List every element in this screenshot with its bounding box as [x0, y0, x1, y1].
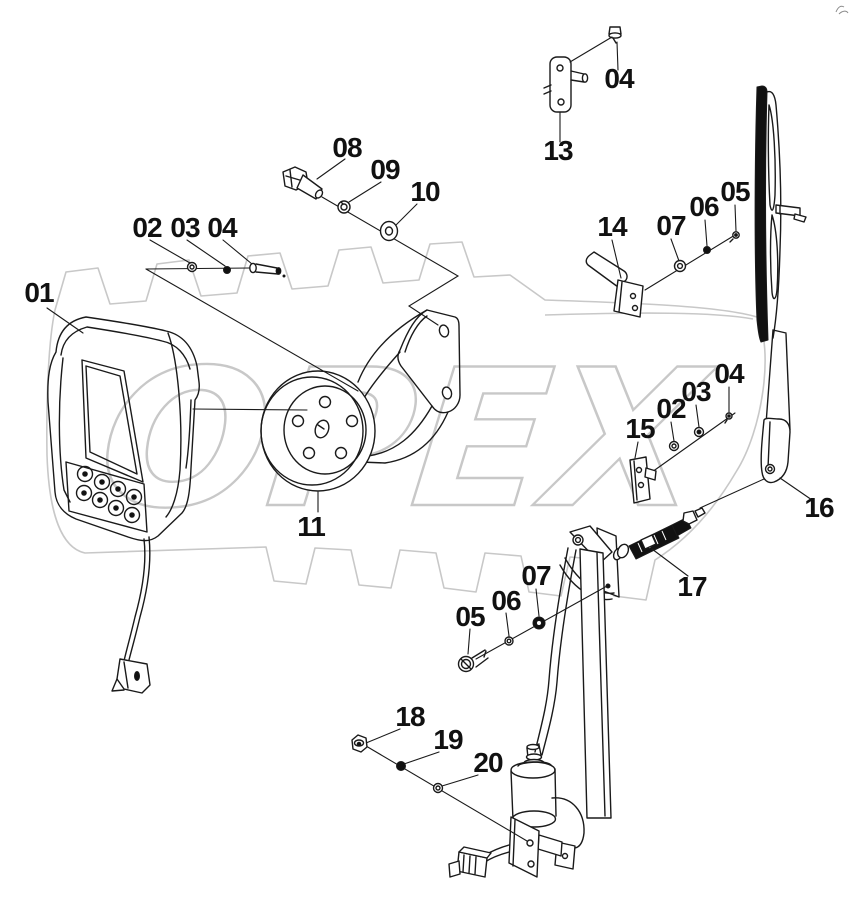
install-axis-line — [651, 412, 736, 473]
side-bracket — [629, 456, 651, 504]
callout-washer-left-02: 02 — [132, 212, 162, 243]
bolt-part — [729, 231, 740, 243]
callout-top-bolt-04: 04 — [604, 63, 635, 94]
hex-bolt-part — [282, 166, 324, 200]
washer-part — [186, 261, 198, 273]
callout-spring-washer-09: 09 — [370, 154, 400, 185]
corner-scribble-mark — [835, 5, 849, 15]
lower-fastener-set — [457, 585, 608, 673]
monitor-screen — [81, 359, 144, 483]
callout-bolt-05: 05 — [720, 176, 750, 207]
install-axis-line — [321, 196, 460, 326]
motor-connector — [448, 846, 492, 878]
nut-part — [703, 246, 711, 254]
top-bolt — [608, 26, 622, 44]
bolt-part — [724, 412, 733, 424]
callout-pivot-shaft-17: 17 — [677, 571, 707, 602]
callout-monitor-01: 01 — [24, 277, 54, 308]
spring-washer-part — [337, 200, 351, 214]
callout-bolt-left-04: 04 — [207, 212, 238, 243]
leader-line — [651, 548, 689, 577]
callout-flat-washer-10: 10 — [410, 176, 440, 207]
install-axis-line — [145, 268, 359, 392]
mount-bracket — [351, 309, 461, 464]
callout-washer-20: 20 — [473, 747, 503, 778]
gear-rim-watermark — [544, 312, 754, 320]
washer-part — [673, 259, 687, 273]
linkage-assembly — [448, 507, 706, 878]
callout-hex-nut-18: 18 — [395, 701, 425, 732]
bolt-part — [249, 262, 286, 278]
hex-bolt-set — [282, 158, 460, 326]
side-bracket-set — [629, 386, 736, 504]
bottom-fastener-set — [351, 728, 528, 842]
callout-nut-19: 19 — [433, 724, 463, 755]
callout-nut-left-03: 03 — [170, 212, 200, 243]
left-fastener-set — [145, 239, 359, 411]
callout-washer-07: 07 — [656, 210, 686, 241]
wiper-blade — [754, 85, 807, 343]
callouts: 01 02 03 04 08 09 10 13 04 14 07 06 05 1… — [24, 63, 835, 778]
gear-outline-watermark — [46, 241, 766, 601]
monitor-button-panel — [65, 461, 148, 533]
install-axis-line — [644, 234, 736, 291]
blade-plate — [585, 251, 644, 318]
cable-connector — [116, 658, 151, 694]
callout-side-bracket-15: 15 — [625, 413, 655, 444]
callout-washer-right-02: 02 — [656, 393, 686, 424]
leader-line — [616, 41, 619, 71]
monitor-buttons — [75, 465, 143, 524]
callout-washer-lower-06: 06 — [491, 585, 521, 616]
wiper-motor — [448, 743, 585, 878]
top-bracket — [543, 56, 589, 113]
wiper-arm — [760, 329, 791, 484]
pivot-shaft — [612, 507, 706, 561]
monitor — [47, 316, 200, 694]
screw-part — [457, 649, 489, 673]
monitor-cable — [111, 536, 151, 694]
callout-screw-lower-05: 05 — [455, 601, 485, 632]
leader-line — [699, 478, 765, 509]
install-axis-line — [365, 745, 528, 842]
callout-hex-bolt-08: 08 — [332, 132, 362, 163]
washer-part — [432, 782, 444, 794]
callout-blade-plate-14: 14 — [597, 211, 628, 242]
nut-part — [396, 761, 406, 771]
callout-nut-right-03: 03 — [681, 376, 711, 407]
flange-disc — [260, 370, 376, 492]
hex-nut-part — [351, 734, 368, 753]
leader-line — [569, 36, 613, 63]
upper-right-fastener-set — [611, 204, 740, 291]
leader-line — [46, 307, 84, 334]
callout-wiper-arm-16: 16 — [804, 492, 834, 523]
install-axis-line — [192, 408, 308, 411]
flat-washer-part — [379, 220, 399, 242]
washer-part — [668, 440, 680, 452]
callout-flange-disc-11: 11 — [297, 511, 325, 542]
nut-part — [223, 266, 231, 274]
callout-top-bracket-13: 13 — [543, 135, 573, 166]
callout-washer-lower-07: 07 — [521, 560, 551, 591]
washer-part — [504, 636, 514, 646]
callout-bolt-right-04: 04 — [714, 358, 745, 389]
leader-line — [779, 477, 813, 501]
callout-washer-06: 06 — [689, 191, 719, 222]
link-tube — [534, 547, 569, 753]
